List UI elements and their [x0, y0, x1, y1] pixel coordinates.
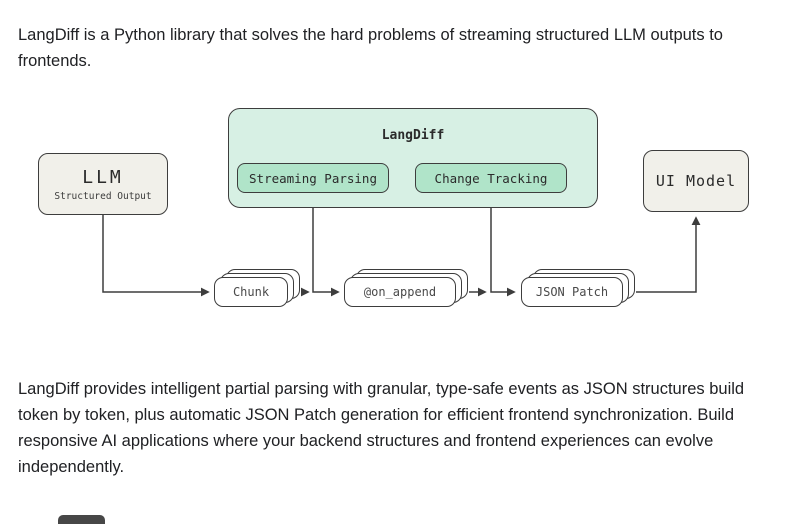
- llm-box: LLM Structured Output: [38, 153, 168, 215]
- on-append-label: @on_append: [363, 285, 437, 299]
- flow-arrows: [102, 193, 701, 297]
- json-patch-label: JSON Patch: [535, 285, 609, 299]
- json-patch-card: JSON Patch: [521, 277, 623, 307]
- langdiff-title: LangDiff: [381, 128, 445, 143]
- chunk-label: Chunk: [232, 285, 270, 299]
- on-append-card: @on_append: [344, 277, 456, 307]
- llm-title: LLM: [82, 166, 124, 188]
- chunk-card: Chunk: [214, 277, 288, 307]
- langdiff-container: LangDiff: [228, 108, 598, 208]
- partially-visible-element: [58, 515, 105, 524]
- description-paragraph: LangDiff provides intelligent partial pa…: [18, 380, 745, 476]
- on-append-card-stack: @on_append: [344, 269, 468, 307]
- architecture-diagram: LLM Structured Output LangDiff Streaming…: [0, 100, 800, 350]
- json-patch-card-stack: JSON Patch: [521, 269, 635, 307]
- llm-subtitle: Structured Output: [54, 190, 152, 202]
- ui-model-box: UI Model: [643, 150, 749, 212]
- ui-model-title: UI Model: [655, 172, 737, 190]
- intro-paragraph: LangDiff is a Python library that solves…: [18, 26, 723, 70]
- streaming-parsing-box: Streaming Parsing: [237, 163, 389, 193]
- chunk-card-stack: Chunk: [214, 269, 300, 307]
- change-tracking-box: Change Tracking: [415, 163, 567, 193]
